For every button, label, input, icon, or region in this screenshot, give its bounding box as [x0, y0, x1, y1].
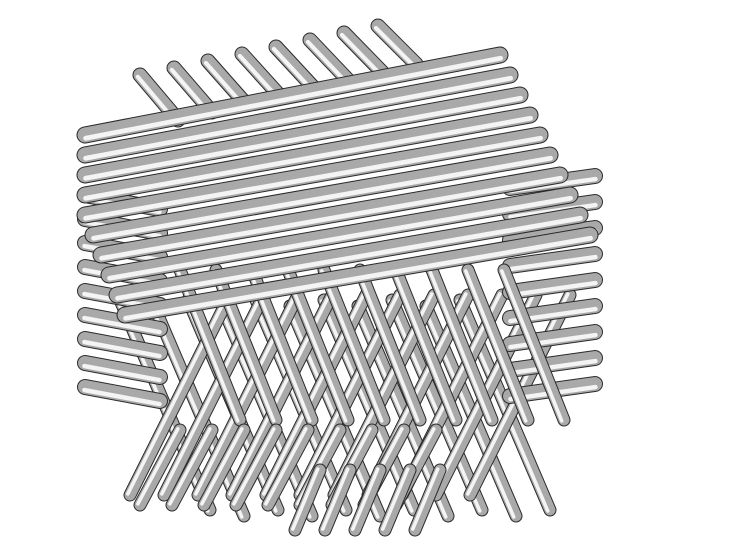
- rod-top-long: [109, 207, 588, 303]
- rod-top-short: [303, 33, 355, 87]
- rod-top-long-highlight: [123, 235, 593, 321]
- rod-bottom-highlight: [200, 427, 244, 506]
- rod-layer-front: [133, 423, 447, 537]
- rod-back-diag-highlight: [388, 299, 482, 513]
- rod-bottom: [262, 424, 314, 511]
- rod-top-long-highlight: [83, 55, 504, 141]
- rod-mid-diag-highlight: [319, 269, 384, 423]
- rod-bottom: [134, 424, 186, 511]
- rod-top-long-highlight: [99, 175, 563, 261]
- rod-layer-top: [76, 18, 599, 324]
- rod-top-short: [371, 19, 423, 71]
- rod-side-right: [503, 273, 602, 299]
- rod-top-short: [235, 47, 287, 103]
- rod-top-short-highlight: [305, 39, 349, 85]
- rod-mid-diag-highlight: [427, 269, 492, 423]
- rod-mid-diag: [498, 264, 570, 426]
- rod-side-left-highlight: [82, 339, 162, 359]
- rod-top-long: [77, 127, 548, 223]
- rod-bottom-highlight: [264, 427, 308, 506]
- rod-side-right-highlight: [508, 254, 598, 272]
- rod-mid-diag: [282, 264, 354, 426]
- rod-mid-diag-highlight: [499, 269, 564, 423]
- rod-bottom-highlight: [232, 427, 276, 506]
- rod-bottom: [230, 424, 282, 511]
- rod-mid-diag: [390, 264, 462, 426]
- rod-bottom-front: [349, 464, 386, 536]
- rod-back-diag-highlight: [456, 299, 550, 513]
- rod-top-long: [77, 67, 518, 163]
- rod-top-long-highlight: [107, 195, 573, 281]
- rod-top-long-highlight: [83, 95, 523, 181]
- rod-top-long: [77, 107, 538, 203]
- rod-back-antidiag: [158, 289, 270, 501]
- rod-side-right-highlight: [508, 332, 598, 350]
- rod-back-diag-highlight: [252, 299, 346, 513]
- rod-mid-diag: [318, 264, 390, 426]
- rod-top-long-highlight: [115, 215, 583, 301]
- rod-bottom-front: [289, 464, 326, 536]
- rod-top-long: [93, 167, 568, 263]
- rod-side-right-highlight: [508, 280, 598, 298]
- rod-bottom-highlight: [136, 427, 180, 506]
- rod-mid-diag-highlight: [355, 269, 420, 423]
- rod-bottom-front-highlight: [321, 467, 350, 531]
- rod-top-short: [337, 26, 389, 79]
- rod-top-short-highlight: [271, 46, 314, 93]
- rod-bottom-front: [379, 464, 416, 536]
- rod-back-diag-highlight: [150, 305, 244, 519]
- rod-bottom-front: [409, 464, 446, 536]
- rod-back-antidiag: [124, 289, 236, 501]
- rod-top-long-highlight: [83, 135, 543, 221]
- rod-bottom-highlight: [168, 427, 212, 506]
- rod-top-long: [101, 187, 578, 283]
- rod-mid-diag-highlight: [463, 269, 528, 423]
- rod-side-left: [78, 356, 167, 384]
- rod-side-left-highlight: [82, 363, 162, 383]
- rod-side-left: [78, 380, 167, 408]
- rod-bottom-front-highlight: [291, 467, 320, 531]
- rod-side-right: [503, 351, 602, 377]
- rod-top-long-highlight: [91, 155, 553, 241]
- rod-mid-diag: [174, 264, 246, 426]
- rod-side-left-highlight: [82, 387, 162, 407]
- rod-side-right: [503, 325, 602, 351]
- rod-bottom-front-highlight: [381, 467, 410, 531]
- rod-bottom: [198, 424, 250, 511]
- rod-back-antidiag-highlight: [126, 292, 230, 496]
- rod-mid-diag-highlight: [391, 269, 456, 423]
- rod-top-long-highlight: [83, 75, 514, 161]
- rod-top-long-highlight: [83, 115, 533, 201]
- rod-top-long: [77, 47, 508, 143]
- rod-top-long: [77, 87, 528, 183]
- rod-bottom-front-highlight: [411, 467, 440, 531]
- rod-top-short-highlight: [373, 25, 417, 69]
- rod-bottom-front-highlight: [351, 467, 380, 531]
- rod-mid-diag: [426, 264, 498, 426]
- rod-side-right-highlight: [508, 358, 598, 376]
- rod-mid-diag: [462, 264, 534, 426]
- rod-back-diag-highlight: [320, 299, 414, 513]
- rod-top-short-highlight: [339, 32, 383, 77]
- rod-top-short: [269, 40, 321, 95]
- rod-bottom: [166, 424, 218, 511]
- rod-side-left: [78, 332, 167, 360]
- rod-top-long: [117, 227, 598, 323]
- rod-side-right: [503, 247, 602, 273]
- rod-top-long: [85, 147, 558, 243]
- rod-side-left-highlight: [82, 315, 162, 335]
- rod-side-right: [503, 195, 602, 221]
- rod-bottom-front: [319, 464, 356, 536]
- rod-mid-diag: [354, 264, 426, 426]
- rod-mid-diag-highlight: [283, 269, 348, 423]
